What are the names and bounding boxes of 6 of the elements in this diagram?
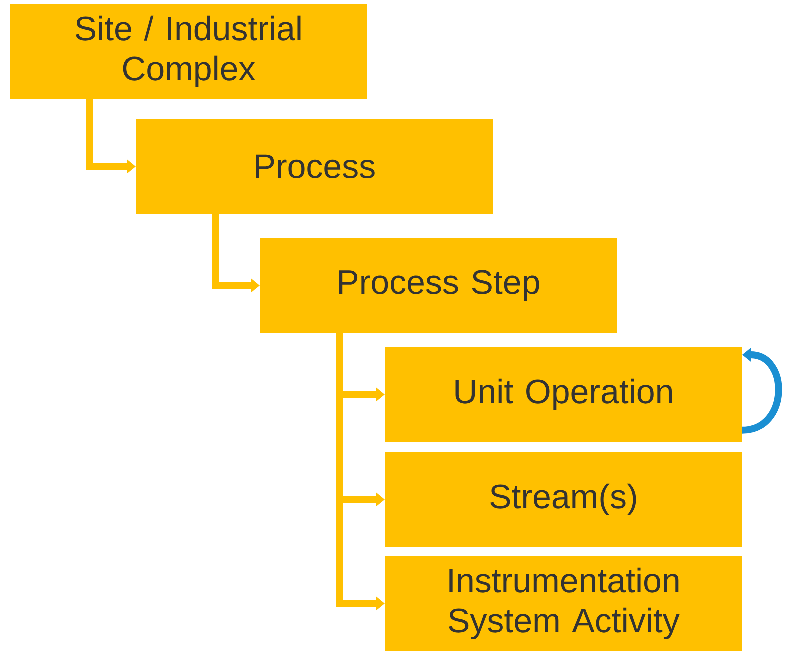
process-box: Instrumentation System Activity xyxy=(385,556,742,651)
process-box: Stream(s) xyxy=(385,452,742,548)
process-box: Unit Operation xyxy=(385,347,742,442)
process-box: Site / Industrial Complex xyxy=(10,4,368,100)
process-box: Process xyxy=(136,119,494,214)
process-box: Process Step xyxy=(260,238,618,334)
